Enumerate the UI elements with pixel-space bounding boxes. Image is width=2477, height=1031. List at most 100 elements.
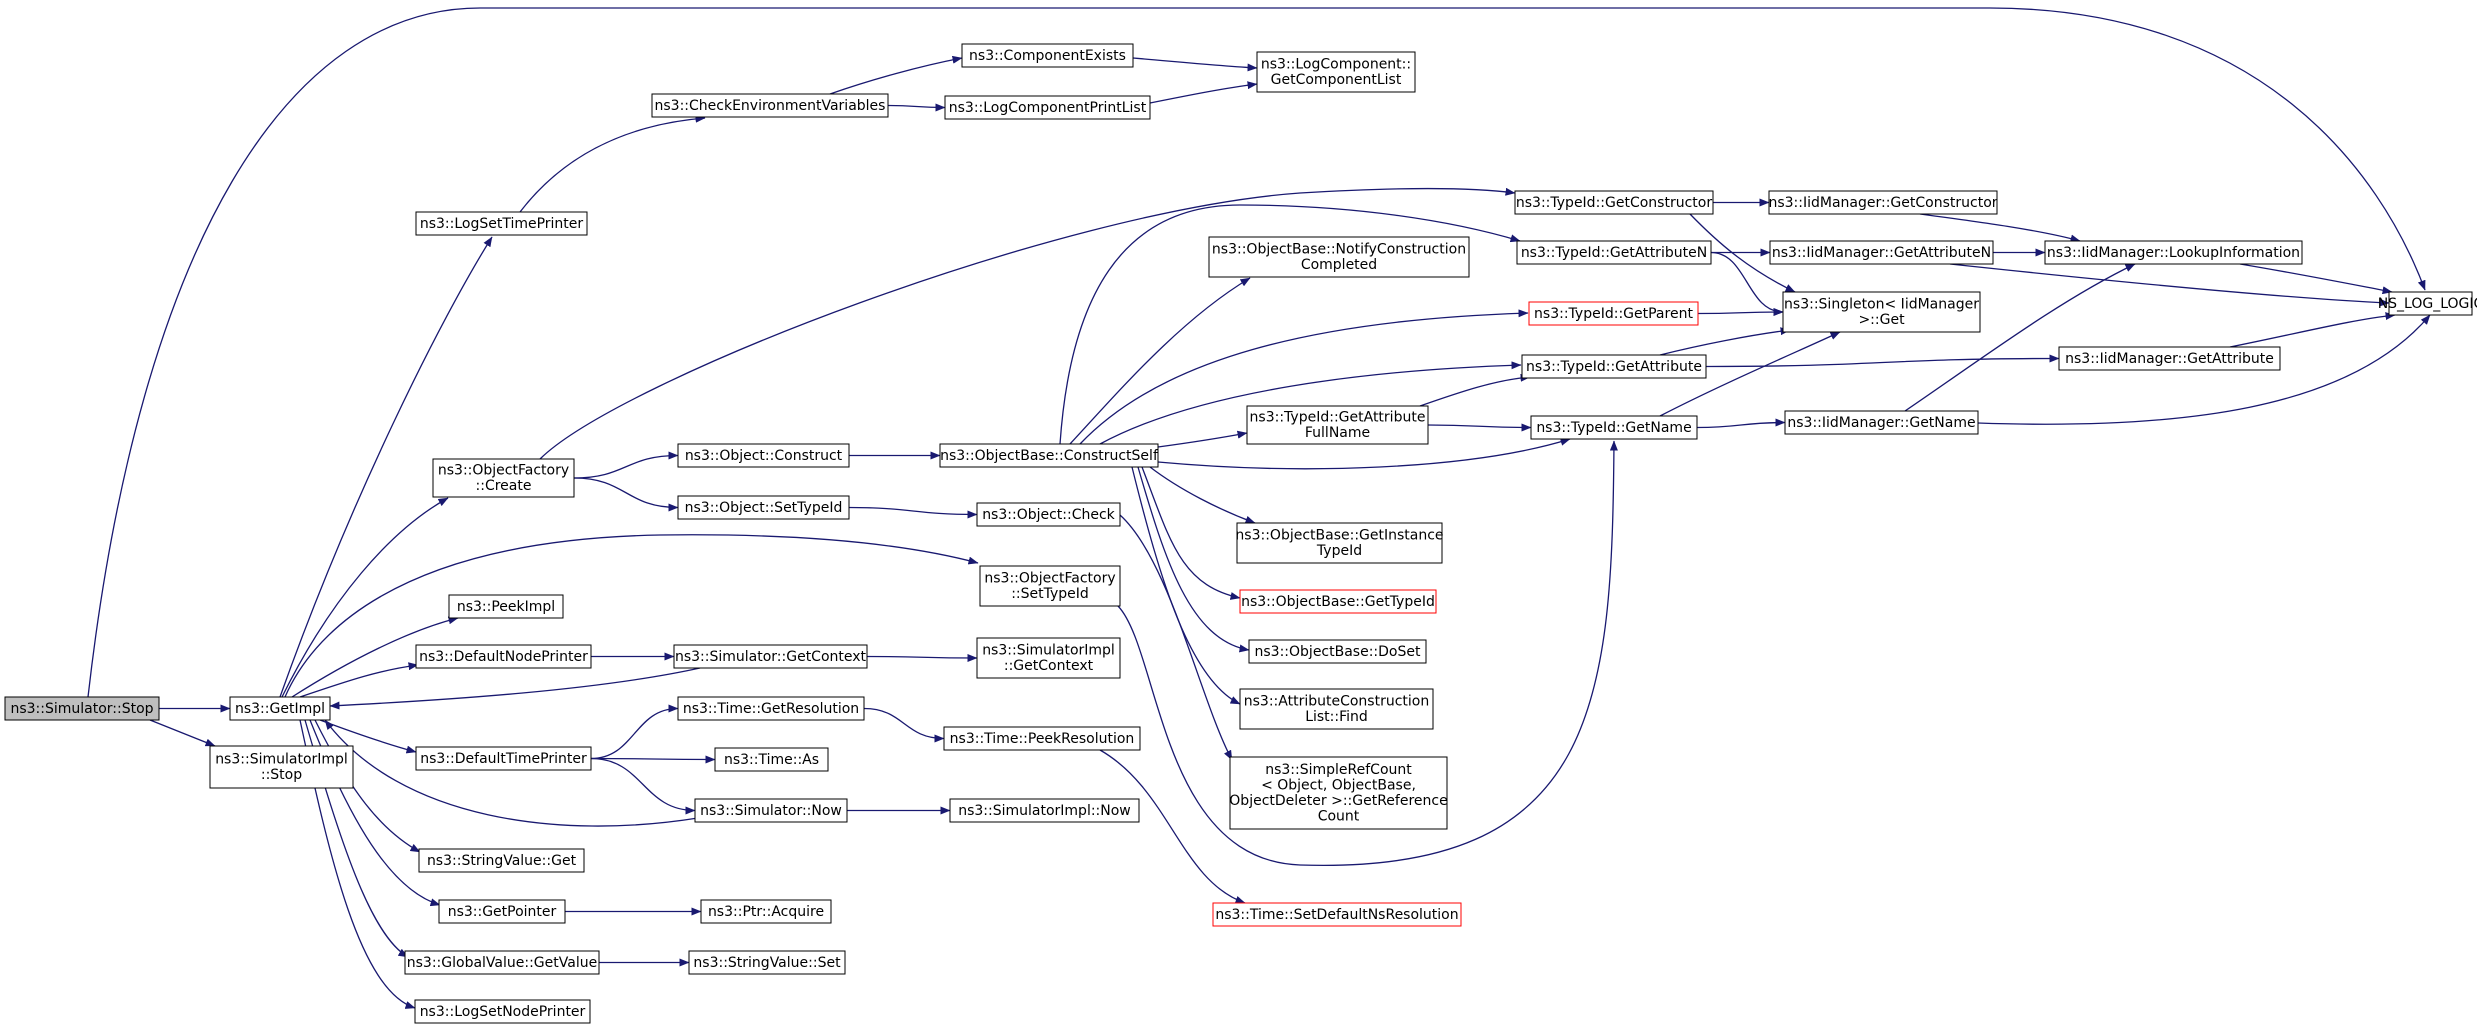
node-peekimpl[interactable]: ns3::PeekImpl <box>448 594 564 619</box>
node-getpointer[interactable]: ns3::GetPointer <box>438 899 566 924</box>
edge-object-settypeid-to-object-check <box>848 506 978 519</box>
node-checkenvvars[interactable]: ns3::CheckEnvironmentVariables <box>651 93 889 118</box>
node-label: ns3::Simulator::Stop <box>10 701 153 717</box>
node-iidmanager-getconstructor[interactable]: ns3::IidManager::GetConstructor <box>1768 190 1998 215</box>
node-time-setdefaultnsresolution[interactable]: ns3::Time::SetDefaultNsResolution <box>1212 902 1462 927</box>
node-simulator-now[interactable]: ns3::Simulator::Now <box>694 798 848 823</box>
node-notifyconstructioncompleted[interactable]: ns3::ObjectBase::NotifyConstructionCompl… <box>1208 236 1470 278</box>
node-simulatorimpl-stop[interactable]: ns3::SimulatorImpl::Stop <box>209 745 354 789</box>
node-logsettimeprinter[interactable]: ns3::LogSetTimePrinter <box>415 211 588 236</box>
edge-time-peekresolution-to-time-setdefaultnsresolution <box>1099 749 1246 904</box>
node-box <box>1236 522 1443 564</box>
node-label: ns3::Object::Construct <box>685 448 843 464</box>
node-label: ns3::Time::GetResolution <box>683 701 859 717</box>
node-label: ns3::SimulatorImpl::Now <box>958 803 1131 819</box>
node-objectbase-doset[interactable]: ns3::ObjectBase::DoSet <box>1248 639 1427 664</box>
node-label: ns3::StringValue::Set <box>693 955 841 971</box>
node-box <box>2388 291 2473 316</box>
node-label: GetComponentList <box>1271 72 1402 88</box>
node-constructself[interactable]: ns3::ObjectBase::ConstructSelf <box>939 443 1159 468</box>
node-box <box>229 696 331 721</box>
node-ptr-acquire[interactable]: ns3::Ptr::Acquire <box>700 899 832 924</box>
node-label: ::SetTypeId <box>1011 586 1089 602</box>
node-label: ns3::GlobalValue::GetValue <box>407 955 597 971</box>
node-label: ns3::TypeId::GetAttributeN <box>1521 245 1707 261</box>
node-box <box>976 502 1121 527</box>
edge-typeid-getattribute-to-singleton-get <box>1659 327 1791 356</box>
node-box <box>1208 236 1470 278</box>
node-object-construct[interactable]: ns3::Object::Construct <box>677 443 850 468</box>
node-iidmanager-lookupinformation[interactable]: ns3::IidManager::LookupInformation <box>2044 240 2303 265</box>
node-objectbase-gettypeid[interactable]: ns3::ObjectBase::GetTypeId <box>1239 589 1437 614</box>
node-simulatorimpl-now[interactable]: ns3::SimulatorImpl::Now <box>949 798 1140 823</box>
node-object-settypeid[interactable]: ns3::Object::SetTypeId <box>677 495 850 520</box>
node-box <box>944 95 1151 120</box>
node-box <box>677 495 850 520</box>
node-label: ns3::Time::PeekResolution <box>950 731 1135 747</box>
node-getcomponentlist[interactable]: ns3::LogComponent::GetComponentList <box>1256 51 1416 93</box>
node-componentexists[interactable]: ns3::ComponentExists <box>961 43 1134 68</box>
node-label: ns3::IidManager::GetAttributeN <box>1772 245 1991 261</box>
edge-logcomponentprintlist-to-getcomponentlist <box>1149 81 1258 104</box>
node-ns-log-logic[interactable]: NS_LOG_LOGIC <box>2378 291 2477 316</box>
node-stringvalue-set[interactable]: ns3::StringValue::Set <box>688 950 846 975</box>
edge-simulator-stop-to-simulatorimpl-stop <box>149 719 216 747</box>
node-globalvalue-getvalue[interactable]: ns3::GlobalValue::GetValue <box>404 950 600 975</box>
node-typeid-getname[interactable]: ns3::TypeId::GetName <box>1530 415 1698 440</box>
node-label: ns3::LogComponentPrintList <box>949 100 1147 116</box>
node-singleton-get[interactable]: ns3::Singleton< IidManager >::Get <box>1782 291 1981 333</box>
node-stringvalue-get[interactable]: ns3::StringValue::Get <box>418 848 585 873</box>
node-defaulttimeprinter[interactable]: ns3::DefaultTimePrinter <box>415 746 592 771</box>
node-label: ns3::ObjectFactory <box>438 463 569 479</box>
node-label: ns3::IidManager::GetConstructor <box>1768 195 1997 211</box>
node-simulator-getcontext[interactable]: ns3::Simulator::GetContext <box>673 644 868 669</box>
node-simulator-stop[interactable]: ns3::Simulator::Stop <box>4 696 160 721</box>
node-label: ns3::DefaultTimePrinter <box>420 751 587 767</box>
node-time-as[interactable]: ns3::Time::As <box>714 747 829 772</box>
node-iidmanager-getname[interactable]: ns3::IidManager::GetName <box>1784 410 1979 435</box>
node-label: ns3::ObjectBase::GetTypeId <box>1241 594 1435 610</box>
node-typeid-getconstructor[interactable]: ns3::TypeId::GetConstructor <box>1514 190 1714 215</box>
node-simulatorimpl-getcontext[interactable]: ns3::SimulatorImpl::GetContext <box>976 637 1121 679</box>
node-objectfactory-settypeid[interactable]: ns3::ObjectFactory::SetTypeId <box>979 565 1121 607</box>
edge-defaulttimeprinter-to-simulator-now <box>590 757 696 815</box>
edge-constructself-to-typeid-getattributefullname <box>1157 430 1248 448</box>
edge-simulator-now-to-getimpl <box>324 719 699 827</box>
node-iidmanager-getattribute[interactable]: ns3::IidManager::GetAttribute <box>2058 346 2281 371</box>
node-typeid-getparent[interactable]: ns3::TypeId::GetParent <box>1528 301 1699 326</box>
node-box <box>1516 240 1712 265</box>
node-iidmanager-getattributen[interactable]: ns3::IidManager::GetAttributeN <box>1769 240 1994 265</box>
node-box <box>4 696 160 721</box>
node-defaultnodeprinter[interactable]: ns3::DefaultNodePrinter <box>415 644 592 669</box>
node-label: ns3::TypeId::GetConstructor <box>1516 195 1712 211</box>
node-label: List::Find <box>1305 709 1368 725</box>
node-label: ns3::GetImpl <box>235 701 325 717</box>
node-box <box>448 594 564 619</box>
node-box <box>714 747 829 772</box>
edge-constructself-to-objectbase-gettypeid <box>1141 466 1241 600</box>
node-objectfactory-create[interactable]: ns3::ObjectFactory::Create <box>432 458 575 498</box>
node-label: ns3::TypeId::GetAttribute <box>1250 410 1426 426</box>
edge-getimpl-to-objectfactory-create <box>281 497 449 698</box>
node-logcomponentprintlist[interactable]: ns3::LogComponentPrintList <box>944 95 1151 120</box>
node-logsetnodeprinter[interactable]: ns3::LogSetNodePrinter <box>414 999 591 1024</box>
node-label: ns3::ObjectBase::DoSet <box>1255 644 1421 660</box>
node-getimpl[interactable]: ns3::GetImpl <box>229 696 331 721</box>
edge-objectfactory-create-to-object-settypeid <box>573 477 679 512</box>
node-time-peekresolution[interactable]: ns3::Time::PeekResolution <box>943 726 1141 751</box>
node-label: ns3::ObjectFactory <box>984 571 1115 587</box>
node-typeid-getattribute[interactable]: ns3::TypeId::GetAttribute <box>1521 354 1707 379</box>
node-label: ns3::IidManager::GetName <box>1787 415 1975 431</box>
node-time-getresolution[interactable]: ns3::Time::GetResolution <box>677 696 865 721</box>
node-typeid-getattributen[interactable]: ns3::TypeId::GetAttributeN <box>1516 240 1712 265</box>
node-simplerefcount-getreferencecount[interactable]: ns3::SimpleRefCount< Object, ObjectBase,… <box>1229 756 1448 830</box>
node-label: ns3::LogSetNodePrinter <box>420 1004 586 1020</box>
node-box <box>432 458 575 498</box>
node-object-check[interactable]: ns3::Object::Check <box>976 502 1121 527</box>
edge-typeid-getattribute-to-iidmanager-getattribute <box>1705 354 2060 368</box>
